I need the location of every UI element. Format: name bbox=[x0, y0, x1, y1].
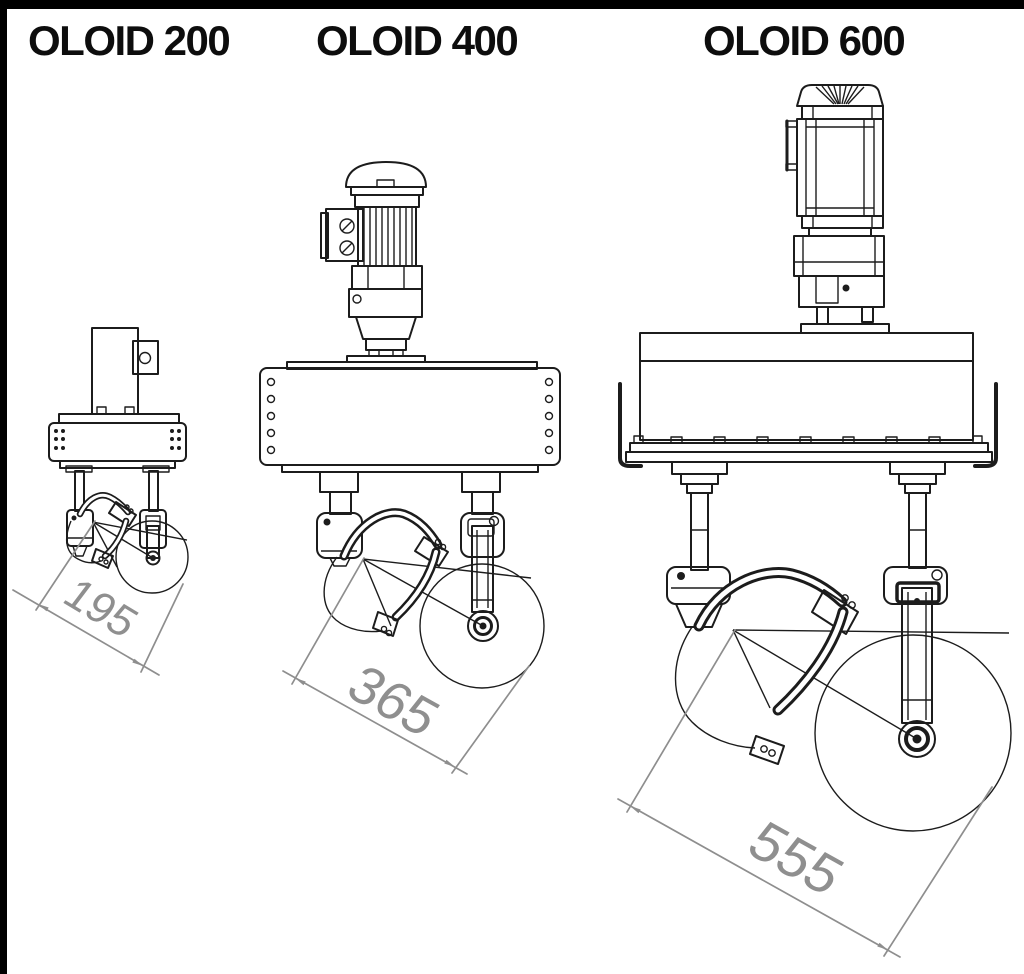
oloid400-mixing-body bbox=[323, 508, 545, 689]
title-oloid-200: OLOID 200 bbox=[28, 17, 231, 64]
figure-oloid-200-drawing: 195 bbox=[12, 327, 189, 676]
oloid200-mixing-body bbox=[65, 492, 189, 594]
frame-left-bar bbox=[0, 0, 7, 974]
figure-oloid-600-drawing: 555 bbox=[617, 84, 1012, 958]
oloid200-housing bbox=[48, 413, 187, 473]
oloid600-mixing-body bbox=[674, 567, 1012, 832]
title-oloid-600: OLOID 600 bbox=[703, 17, 906, 64]
frame-top-bar bbox=[0, 0, 1024, 9]
dimension-label-195: 195 bbox=[55, 570, 147, 647]
oloid400-housing bbox=[259, 355, 561, 473]
oloid200-dimension: 195 bbox=[12, 520, 184, 676]
oloid600-housing bbox=[618, 332, 998, 468]
figure-oloid-400-drawing: 365 bbox=[259, 161, 561, 775]
dimension-label-365: 365 bbox=[337, 655, 450, 748]
oloid600-motor bbox=[785, 84, 890, 334]
title-oloid-400: OLOID 400 bbox=[316, 17, 519, 64]
oloid400-motor bbox=[320, 161, 427, 357]
dimension-label-555: 555 bbox=[737, 809, 855, 906]
oloid200-drive-column bbox=[91, 327, 159, 415]
